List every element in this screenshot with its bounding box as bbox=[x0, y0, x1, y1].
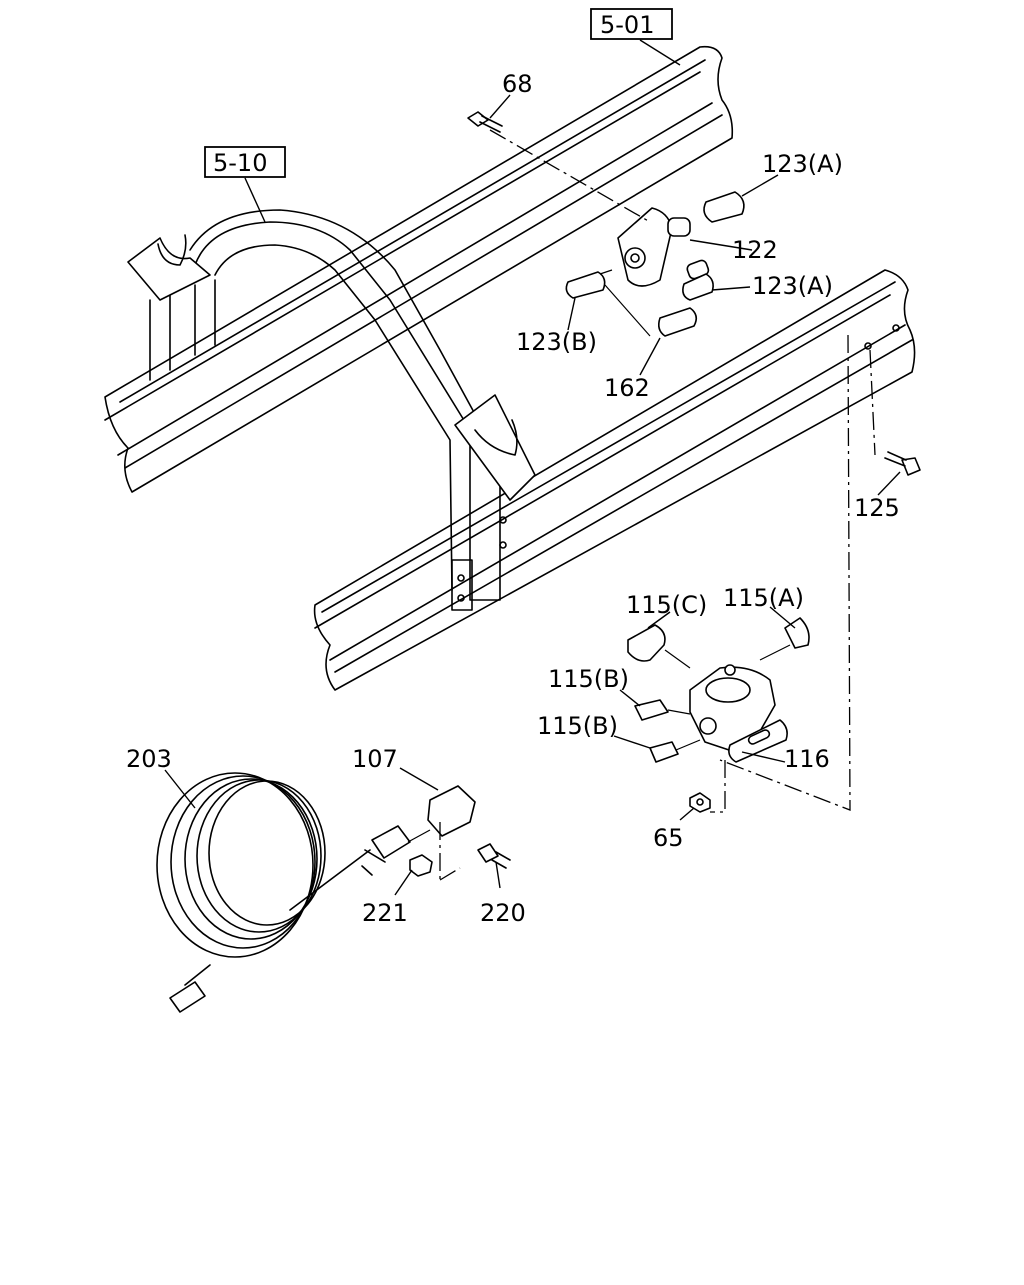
nut-221 bbox=[409, 854, 433, 877]
callout-162: 162 bbox=[604, 374, 650, 402]
callout-123a-top: 123(A) bbox=[762, 150, 843, 178]
callout-221: 221 bbox=[362, 899, 408, 927]
bolt-220 bbox=[477, 843, 511, 869]
callout-123b: 123(B) bbox=[516, 328, 597, 356]
ref-label-5-01: 5-01 bbox=[600, 11, 654, 39]
callout-107: 107 bbox=[352, 745, 398, 773]
callout-125: 125 bbox=[854, 494, 900, 522]
callout-65: 65 bbox=[653, 824, 684, 852]
lower-frame-rail bbox=[313, 269, 916, 691]
callout-115c: 115(C) bbox=[626, 591, 707, 619]
valve-116-assembly bbox=[627, 617, 810, 763]
ref-label-5-10: 5-10 bbox=[213, 149, 267, 177]
ref-box-5-10[interactable]: 5-10 bbox=[204, 146, 286, 178]
leader-lines bbox=[164, 94, 901, 896]
ref-box-5-01[interactable]: 5-01 bbox=[590, 8, 673, 40]
bolt-68 bbox=[467, 111, 503, 133]
callout-115b-1: 115(B) bbox=[548, 665, 629, 693]
cross-member-bracket bbox=[127, 209, 536, 611]
callout-220: 220 bbox=[480, 899, 526, 927]
nut-65 bbox=[689, 792, 711, 813]
bolt-125 bbox=[884, 451, 921, 476]
callout-203: 203 bbox=[126, 745, 172, 773]
callout-123a-mid: 123(A) bbox=[752, 272, 833, 300]
valve-122-assembly bbox=[565, 191, 745, 337]
callout-116: 116 bbox=[784, 745, 830, 773]
callout-122: 122 bbox=[732, 236, 778, 264]
harness-coil-203 bbox=[156, 772, 371, 1013]
assembly-lines bbox=[439, 129, 876, 881]
upper-frame-rail bbox=[104, 45, 734, 493]
callout-115b-2: 115(B) bbox=[537, 712, 618, 740]
callout-68: 68 bbox=[502, 70, 533, 98]
callout-labels: 68 123(A) 122 123(A) 123(B) 162 125 115(… bbox=[126, 70, 900, 927]
callout-115a: 115(A) bbox=[723, 584, 804, 612]
